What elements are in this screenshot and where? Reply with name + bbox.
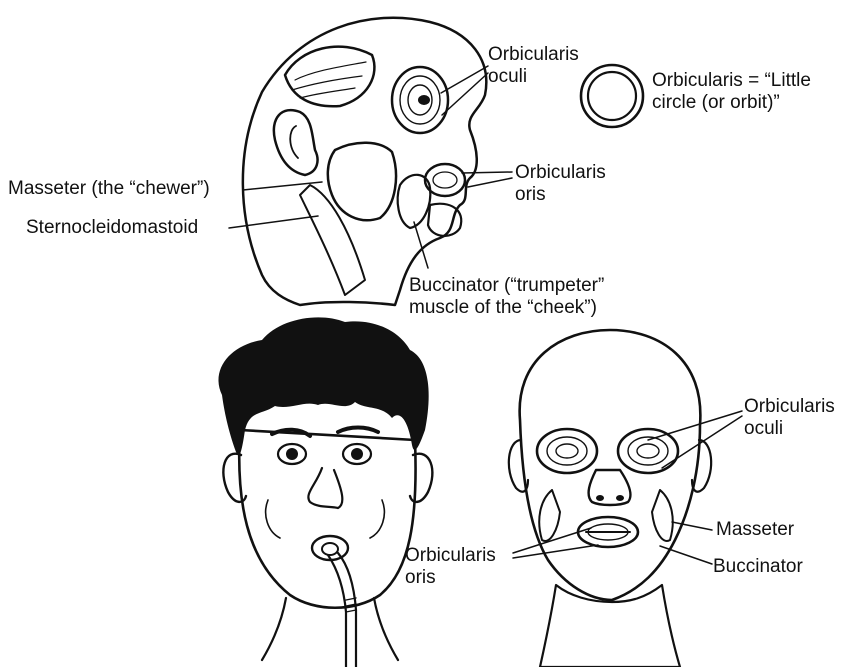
- label-orbicularis-oris-top: Orbicularis oris: [515, 162, 606, 206]
- label-masseter-top: Masseter (the “chewer”): [8, 178, 210, 200]
- label-orbicularis-oculi-top: Orbicularis oculi: [488, 44, 579, 88]
- leader-front-oris-1: [513, 528, 591, 553]
- lateral-head-muscle-illustration: [243, 18, 486, 305]
- leader-sternocleidomastoid: [229, 216, 318, 228]
- label-buccinator-front: Buccinator: [713, 556, 803, 578]
- label-orbicularis-oculi-front: Orbicularis oculi: [744, 396, 835, 440]
- orbit-circle-icon: [581, 65, 643, 127]
- leader-front-oris-2: [513, 545, 598, 558]
- frontal-head-muscle-illustration: [509, 330, 711, 667]
- label-orbicularis-oris-front: Orbicularis oris: [405, 545, 496, 589]
- leader-front-masseter: [672, 522, 712, 530]
- label-orbicularis-definition: Orbicularis = “Little circle (or orbit)”: [652, 70, 811, 114]
- label-masseter-front: Masseter: [716, 519, 794, 541]
- leader-oris-2: [468, 178, 512, 187]
- top-leader-lines: [229, 66, 512, 268]
- cartoon-face-blowing-illustration: [218, 317, 432, 667]
- leader-oris-1: [462, 172, 512, 173]
- label-sternocleidomastoid: Sternocleidomastoid: [26, 217, 198, 239]
- label-buccinator-top: Buccinator (“trumpeter” muscle of the “c…: [409, 275, 604, 319]
